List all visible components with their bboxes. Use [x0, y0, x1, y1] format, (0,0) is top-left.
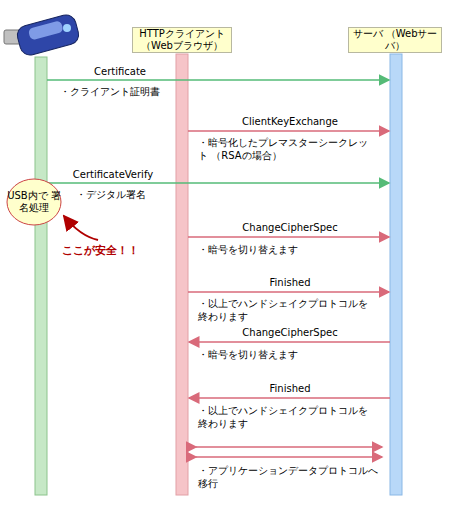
- message-arrow: [189, 341, 390, 343]
- callout-arrow: [64, 216, 98, 240]
- message-name: Finished: [250, 382, 330, 395]
- message-name: Finished: [250, 276, 330, 289]
- data-arrow: [196, 446, 382, 448]
- participant-box: HTTPクライアント （Webブラウザ）: [132, 27, 232, 53]
- node-text: USB内で 署名処理: [6, 190, 62, 214]
- message-arrow: [189, 397, 390, 399]
- process-circle: USB内で 署名処理: [6, 178, 62, 226]
- message-name: ChangeCipherSpec: [230, 221, 350, 234]
- message-note: ・暗号を切り替えます: [198, 243, 368, 256]
- message-arrow: [188, 236, 389, 238]
- message-name: ChangeCipherSpec: [230, 326, 350, 339]
- node-text: サーバ （Webサーバ）: [349, 28, 441, 52]
- message-note: ・以上でハンドシェイクプロトコルを 終わります: [198, 404, 373, 430]
- message-name: ClientKeyExchange: [230, 115, 350, 128]
- server-lifeline: [390, 54, 402, 495]
- participant-box: サーバ （Webサーバ）: [348, 27, 442, 53]
- message-arrow: [188, 130, 389, 132]
- message-arrow: [47, 182, 389, 184]
- message-name: Certificate: [70, 65, 170, 78]
- callout-note: ここが安全！！: [62, 244, 162, 257]
- node-text: HTTPクライアント （Webブラウザ）: [133, 28, 231, 52]
- message-note: ・以上でハンドシェイクプロトコルを 終わります: [198, 297, 373, 323]
- message-note: ・アプリケーションデータプロトコルへ 移行: [198, 464, 383, 490]
- message-arrow: [47, 79, 389, 81]
- data-arrow: [196, 456, 382, 458]
- message-name: CertificateVerify: [58, 168, 168, 181]
- usb-lifeline: [35, 57, 47, 495]
- message-note: ・暗号を切り替えます: [198, 348, 368, 361]
- message-note: ・デジタル署名: [76, 188, 176, 201]
- usb-token-icon: [4, 13, 81, 58]
- message-arrow: [188, 291, 389, 293]
- client-lifeline: [176, 54, 188, 495]
- message-note: ・クライアント証明書: [60, 85, 190, 98]
- message-note: ・暗号化したプレマスターシークレット （RSAの場合）: [198, 136, 373, 162]
